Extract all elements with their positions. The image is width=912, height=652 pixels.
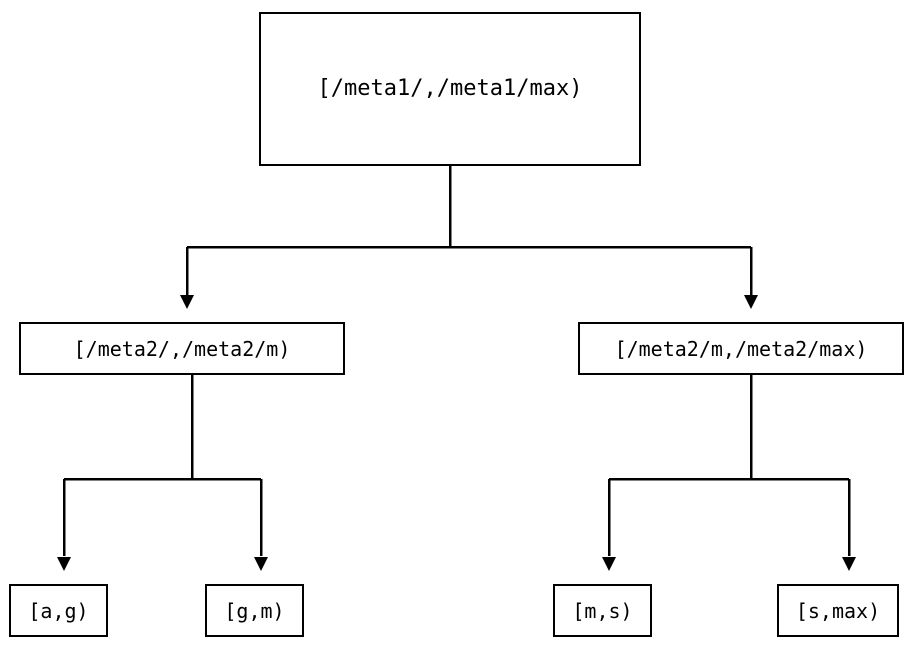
node-leaf-g-m[interactable]: [g,m) — [205, 584, 304, 637]
arrowhead-to-leaf-ms — [602, 557, 616, 571]
node-mid-right-label: [/meta2/m,/meta2/max) — [614, 336, 868, 361]
node-mid-left[interactable]: [/meta2/,/meta2/m) — [19, 322, 345, 375]
arrowhead-to-mid-right — [744, 295, 758, 309]
node-mid-right[interactable]: [/meta2/m,/meta2/max) — [578, 322, 904, 375]
arrowhead-to-leaf-gm — [254, 557, 268, 571]
node-root[interactable]: [/meta1/,/meta1/max) — [259, 12, 641, 166]
arrowhead-to-leaf-ag — [57, 557, 71, 571]
node-leaf-a-g-label: [a,g) — [28, 598, 89, 623]
node-leaf-g-m-label: [g,m) — [224, 598, 285, 623]
node-leaf-m-s-label: [m,s) — [572, 598, 633, 623]
arrowhead-to-mid-left — [180, 295, 194, 309]
node-leaf-s-max[interactable]: [s,max) — [777, 584, 899, 637]
arrowhead-to-leaf-smax — [842, 557, 856, 571]
node-root-label: [/meta1/,/meta1/max) — [317, 76, 583, 101]
node-leaf-a-g[interactable]: [a,g) — [9, 584, 108, 637]
node-leaf-m-s[interactable]: [m,s) — [553, 584, 652, 637]
node-mid-left-label: [/meta2/,/meta2/m) — [73, 336, 291, 361]
node-leaf-s-max-label: [s,max) — [795, 598, 881, 623]
